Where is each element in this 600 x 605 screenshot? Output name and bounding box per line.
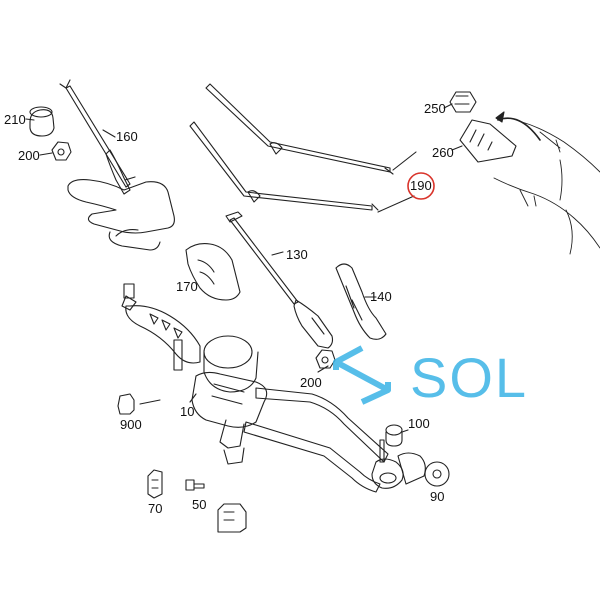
- part-200-nut-a: [51, 141, 72, 161]
- part-90-grommet: [424, 461, 450, 487]
- label-190: 190: [410, 178, 432, 193]
- car-outline: [493, 121, 600, 255]
- leader-10: [189, 393, 197, 403]
- leader-260: [451, 145, 463, 151]
- highlight-circle-190: [407, 172, 435, 200]
- label-210: 210: [4, 112, 26, 127]
- arrow-head: [495, 111, 505, 123]
- sol-logo-icon: [333, 345, 391, 405]
- label-50: 50: [192, 497, 207, 512]
- part-250-clip: [449, 91, 477, 113]
- label-90: 90: [430, 489, 445, 504]
- label-250: 250: [424, 101, 446, 116]
- part-10-wiper-motor-linkage: [121, 283, 426, 493]
- part-170-cover: [185, 243, 241, 301]
- part-900-clip: [117, 393, 135, 415]
- part-130-front-wiper-arm: [225, 211, 334, 349]
- part-210-cap: [29, 106, 55, 137]
- label-260: 260: [432, 145, 454, 160]
- leader-200a: [39, 152, 53, 156]
- part-rear-wiper-cover: [67, 179, 175, 251]
- label-100: 100: [408, 416, 430, 431]
- label-10: 10: [180, 404, 195, 419]
- label-160: 160: [116, 129, 138, 144]
- label-70: 70: [148, 501, 163, 516]
- label-200a: 200: [18, 148, 40, 163]
- part-190-wiper-blades: [189, 83, 417, 213]
- label-200b: 200: [300, 375, 322, 390]
- label-130: 130: [286, 247, 308, 262]
- part-140-cover: [335, 263, 387, 340]
- leader-900: [139, 399, 161, 405]
- part-70-clip: [147, 469, 163, 499]
- leader-250: [443, 103, 453, 109]
- leader-100: [401, 429, 409, 433]
- leader-130: [271, 251, 284, 256]
- part-260-bracket: [459, 119, 517, 163]
- label-900: 900: [120, 417, 142, 432]
- watermark-text: SOL: [410, 346, 529, 409]
- part-50-screw: [185, 479, 205, 491]
- leader-160: [102, 129, 116, 138]
- leader-200b: [317, 365, 329, 373]
- leader-210: [25, 118, 35, 121]
- part-lower-bracket: [217, 503, 247, 533]
- label-140: 140: [370, 289, 392, 304]
- part-100-bushing: [385, 424, 403, 447]
- part-160-rear-wiper-arm: [59, 79, 136, 195]
- label-170: 170: [176, 279, 198, 294]
